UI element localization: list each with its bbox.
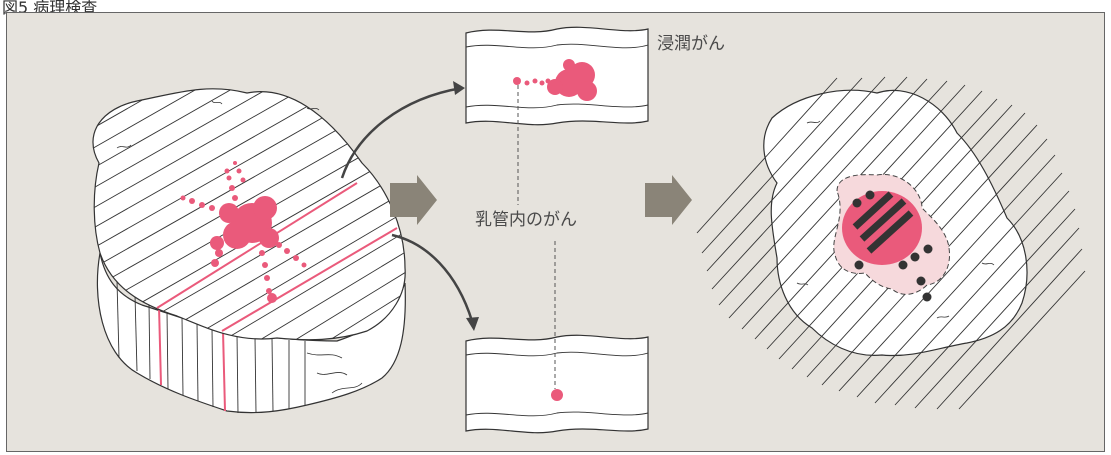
side-red-cut: [158, 305, 162, 386]
pathology-diagram: [92, 26, 1086, 434]
step-arrow-2: [645, 175, 692, 225]
microscope-section: [696, 76, 1086, 410]
label-invasive-cancer: 浸潤がん: [657, 34, 725, 54]
diagram-panel: 浸潤がん 乳管内のがん: [6, 12, 1105, 452]
label-intraductal-cancer: 乳管内のがん: [473, 205, 579, 230]
duct-bars: [852, 191, 914, 254]
side-red-cut: [222, 330, 226, 412]
intraductal-spot: [551, 389, 563, 401]
slice-invasive: [465, 26, 649, 126]
slice-intraductal: [465, 334, 649, 434]
cancer-spot-block: [180, 161, 307, 303]
tissue-block: [92, 88, 406, 414]
side-cut-lines: [116, 280, 306, 414]
cancer-core: [842, 191, 922, 265]
arrow-to-top-slice: [340, 86, 463, 179]
arrow-to-bottom-slice: [391, 233, 474, 322]
marker-dots: [852, 190, 933, 302]
step-arrow-1: [390, 175, 437, 225]
